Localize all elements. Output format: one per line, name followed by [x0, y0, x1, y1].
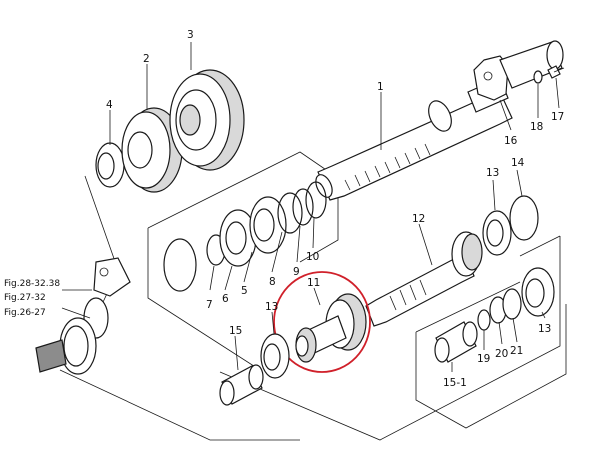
- part-16-tube-housing[interactable]: [473, 40, 564, 101]
- callout-7: 7: [206, 299, 213, 311]
- part-8-ring[interactable]: [277, 192, 303, 234]
- callout-15: 15: [229, 325, 242, 337]
- part-11-gear[interactable]: [295, 293, 367, 363]
- left-housing-fragment: [35, 257, 131, 375]
- callout-12: 12: [412, 213, 425, 225]
- callout-16: 16: [504, 135, 518, 147]
- callout-3: 3: [187, 29, 194, 41]
- part-1-main-shaft[interactable]: [313, 77, 513, 201]
- part-13-bearing-upper-right[interactable]: [482, 210, 512, 256]
- callout-9: 9: [293, 266, 300, 278]
- lower-frame: [219, 235, 567, 441]
- part-ring-left[interactable]: [163, 238, 197, 292]
- callout-14: 14: [511, 157, 525, 169]
- callout-6: 6: [222, 293, 229, 305]
- part-19-snap-ring[interactable]: [477, 309, 491, 331]
- fig-ref-27-32: Fig.27-32: [4, 293, 46, 303]
- part-13-bearing-lower-left[interactable]: [260, 333, 290, 379]
- part-4-bearing[interactable]: [95, 142, 125, 188]
- part-15-needle-bearing[interactable]: [219, 364, 264, 406]
- callout-1: 1: [377, 81, 384, 93]
- part-9-ring[interactable]: [292, 188, 314, 226]
- callout-8: 8: [269, 276, 276, 288]
- leader-lines: [61, 42, 560, 372]
- part-12-countershaft[interactable]: [365, 231, 483, 327]
- part-callouts: 1 2 3 4 5 6 7 8 9 10 11 12 13 14 13 15 1…: [106, 29, 564, 389]
- part-2-gear[interactable]: [121, 107, 183, 193]
- callout-19: 19: [477, 353, 490, 365]
- part-5-collar[interactable]: [249, 196, 287, 254]
- highlight-circle: [273, 271, 371, 373]
- figure-references: Fig.28-32.38 Fig.27-32 Fig.26-27: [4, 279, 60, 318]
- part-18-washer[interactable]: [533, 70, 543, 84]
- part-15-1-needle-bearing[interactable]: [434, 321, 478, 363]
- callout-4: 4: [106, 99, 113, 111]
- callout-2: 2: [143, 53, 150, 65]
- callout-13-left: 13: [265, 301, 278, 313]
- part-17-bolt[interactable]: [547, 65, 565, 79]
- part-13-bearing-lower-right[interactable]: [521, 267, 555, 317]
- part-14-ring[interactable]: [509, 195, 539, 241]
- part-10-ring[interactable]: [305, 181, 327, 219]
- callout-17: 17: [551, 111, 564, 123]
- callout-20: 20: [495, 348, 508, 360]
- callout-13-right: 13: [538, 323, 551, 335]
- callout-11: 11: [307, 277, 320, 289]
- part-21-ring[interactable]: [502, 288, 522, 320]
- callout-13-top: 13: [486, 167, 499, 179]
- part-3-gear[interactable]: [169, 69, 245, 171]
- fig-ref-28-32-38: Fig.28-32.38: [4, 279, 60, 289]
- callout-18: 18: [530, 121, 543, 133]
- fig-ref-26-27: Fig.26-27: [4, 308, 46, 318]
- callout-21: 21: [510, 345, 523, 357]
- callout-10: 10: [306, 251, 319, 263]
- callout-15-1: 15-1: [443, 377, 467, 389]
- callout-5: 5: [241, 285, 248, 297]
